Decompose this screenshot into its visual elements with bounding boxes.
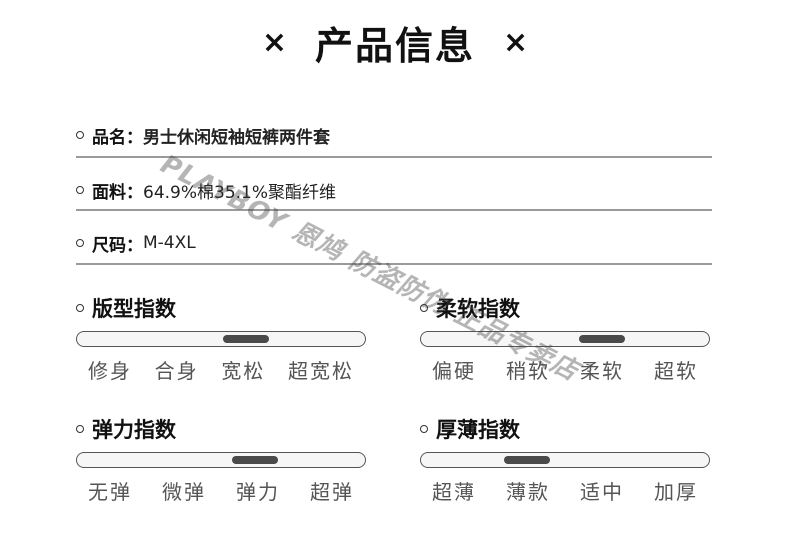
index-track bbox=[420, 452, 710, 468]
index-title: 柔软指数 bbox=[420, 293, 720, 323]
index-option: 超弹 bbox=[310, 480, 354, 504]
index-title: 厚薄指数 bbox=[420, 414, 720, 444]
page-header: × 产品信息 × bbox=[0, 10, 790, 74]
index-options: 偏硬 稍软 柔软 超软 bbox=[420, 355, 710, 384]
index-option: 宽松 bbox=[221, 359, 266, 383]
index-option: 无弹 bbox=[88, 480, 132, 504]
page-title: 产品信息 bbox=[314, 23, 475, 68]
index-track bbox=[76, 452, 366, 468]
bullet-icon bbox=[420, 304, 428, 312]
left-cross-mark: × bbox=[261, 24, 287, 60]
index-option: 偏硬 bbox=[432, 359, 476, 383]
index-track bbox=[76, 331, 366, 347]
index-title-text: 柔软指数 bbox=[436, 297, 520, 321]
bullet-icon bbox=[76, 186, 84, 194]
index-options: 超薄 薄款 适中 加厚 bbox=[420, 476, 710, 505]
bullet-icon bbox=[76, 304, 84, 312]
index-option: 柔软 bbox=[580, 359, 624, 383]
bullet-icon bbox=[76, 131, 84, 139]
index-elasticity: 弹力指数 无弹 微弹 弹力 超弹 bbox=[76, 414, 376, 505]
bullet-icon bbox=[76, 425, 84, 433]
index-option: 超薄 bbox=[432, 480, 476, 504]
index-option: 稍软 bbox=[506, 359, 550, 383]
info-label: 面料： bbox=[92, 182, 143, 203]
index-title: 版型指数 bbox=[76, 293, 376, 323]
index-title-text: 弹力指数 bbox=[92, 418, 176, 442]
right-cross-mark: × bbox=[503, 24, 529, 60]
index-title: 弹力指数 bbox=[76, 414, 376, 444]
divider bbox=[76, 156, 712, 158]
index-option: 合身 bbox=[154, 359, 199, 383]
index-fit: 版型指数 修身 合身 宽松 超宽松 bbox=[76, 293, 376, 384]
index-options: 修身 合身 宽松 超宽松 bbox=[76, 355, 366, 384]
info-value: M-4XL bbox=[143, 233, 196, 253]
info-row-fabric: 面料： 64.9%棉35.1%聚酯纤维 bbox=[76, 175, 712, 205]
index-option: 薄款 bbox=[506, 480, 550, 504]
divider bbox=[76, 263, 712, 265]
divider bbox=[76, 209, 712, 211]
info-value: 男士休闲短袖短裤两件套 bbox=[143, 127, 330, 148]
index-thickness: 厚薄指数 超薄 薄款 适中 加厚 bbox=[420, 414, 720, 505]
index-option: 修身 bbox=[88, 359, 132, 383]
info-row-size: 尺码： M-4XL bbox=[76, 228, 712, 258]
index-track bbox=[420, 331, 710, 347]
bullet-icon bbox=[76, 239, 84, 247]
info-value: 64.9%棉35.1%聚酯纤维 bbox=[143, 182, 337, 203]
index-title-text: 版型指数 bbox=[92, 297, 176, 321]
bullet-icon bbox=[420, 425, 428, 433]
index-knob bbox=[578, 334, 625, 343]
index-knob bbox=[223, 334, 270, 343]
index-option: 超软 bbox=[654, 359, 698, 383]
info-label: 品名： bbox=[92, 127, 143, 148]
index-option: 微弹 bbox=[162, 480, 206, 504]
index-softness: 柔软指数 偏硬 稍软 柔软 超软 bbox=[420, 293, 720, 384]
info-row-name: 品名： 男士休闲短袖短裤两件套 bbox=[76, 120, 712, 150]
info-label: 尺码： bbox=[92, 235, 143, 256]
index-knob bbox=[231, 455, 278, 464]
index-option: 适中 bbox=[580, 480, 624, 504]
index-option: 弹力 bbox=[236, 480, 280, 504]
index-title-text: 厚薄指数 bbox=[436, 418, 520, 442]
index-options: 无弹 微弹 弹力 超弹 bbox=[76, 476, 366, 505]
index-option: 超宽松 bbox=[287, 359, 354, 383]
index-option: 加厚 bbox=[654, 480, 698, 504]
index-knob bbox=[504, 455, 551, 464]
